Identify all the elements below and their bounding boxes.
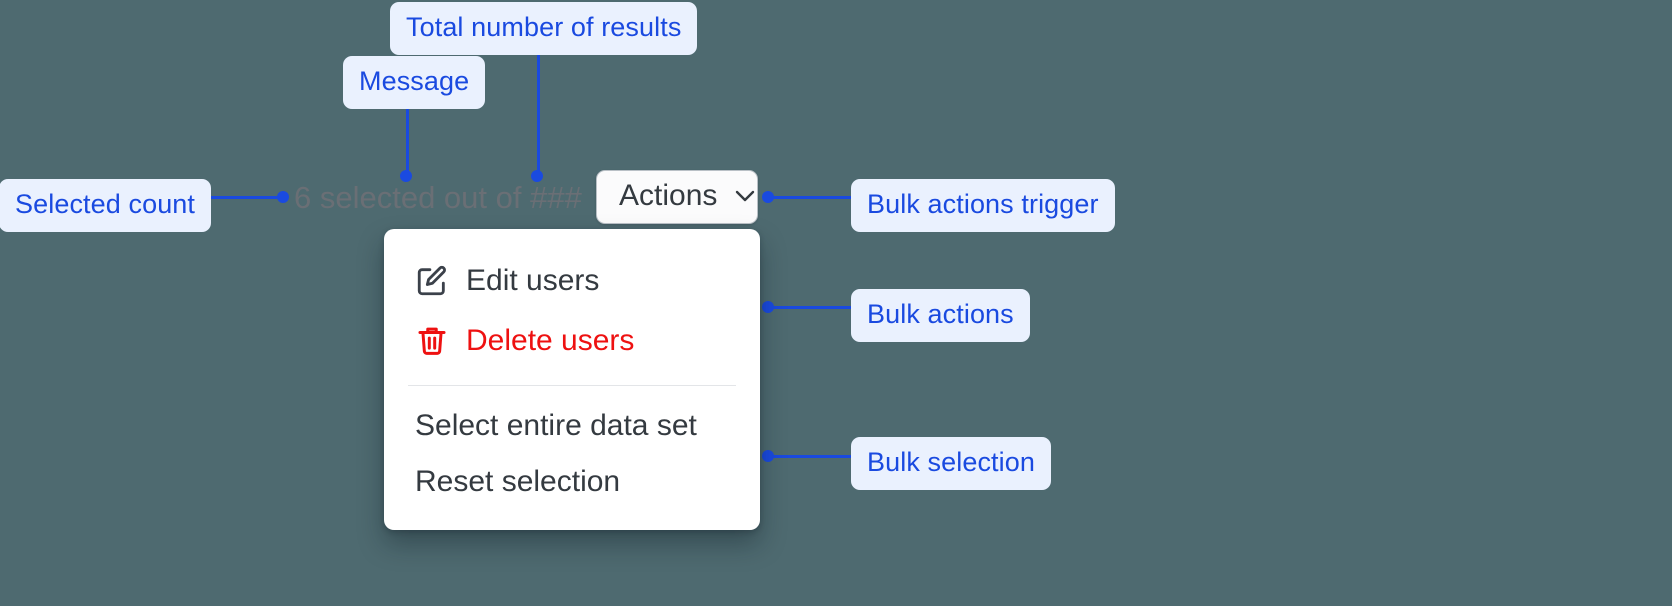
menu-item-label: Reset selection (415, 465, 621, 498)
menu-item-delete-users[interactable]: Delete users (384, 311, 760, 371)
connector-dot-bulk-actions (762, 301, 774, 313)
connector-dot-bulk-selection (762, 450, 774, 462)
connector-dot-bulk-actions-trigger (762, 191, 774, 203)
connector-dot-total-results (531, 170, 543, 182)
selected-count-message: 6 selected out of ### (294, 180, 582, 215)
trash-icon (418, 327, 446, 355)
bulk-actions-dropdown-menu: Edit users Delete users Select entire da… (384, 229, 760, 530)
connector-dot-selected-count (277, 191, 289, 203)
menu-item-label: Select entire data set (415, 409, 697, 442)
bulk-actions-trigger-label: Actions (619, 179, 718, 212)
chevron-down-icon (736, 190, 755, 202)
annotation-bulk-actions-trigger: Bulk actions trigger (851, 179, 1115, 232)
menu-separator (408, 385, 736, 386)
menu-item-label: Delete users (466, 324, 635, 357)
menu-item-label: Edit users (466, 264, 600, 297)
menu-item-select-entire-data-set[interactable]: Select entire data set (384, 398, 760, 454)
annotation-total-number-of-results: Total number of results (390, 2, 698, 55)
connector-total-results (537, 40, 540, 177)
connector-dot-message (400, 170, 412, 182)
connector-bulk-actions (768, 306, 853, 309)
annotation-bulk-actions: Bulk actions (851, 289, 1030, 342)
bulk-actions-trigger-button[interactable]: Actions (596, 170, 758, 224)
annotation-selected-count: Selected count (0, 179, 212, 232)
annotation-bulk-selection: Bulk selection (851, 437, 1051, 490)
menu-item-edit-users[interactable]: Edit users (384, 251, 760, 311)
connector-message (406, 94, 409, 177)
connector-bulk-selection (768, 455, 853, 458)
connector-selected-count (201, 196, 284, 199)
menu-item-reset-selection[interactable]: Reset selection (384, 454, 760, 510)
connector-bulk-actions-trigger (768, 196, 853, 199)
pencil-square-icon (417, 265, 446, 296)
annotation-message: Message (343, 56, 486, 109)
